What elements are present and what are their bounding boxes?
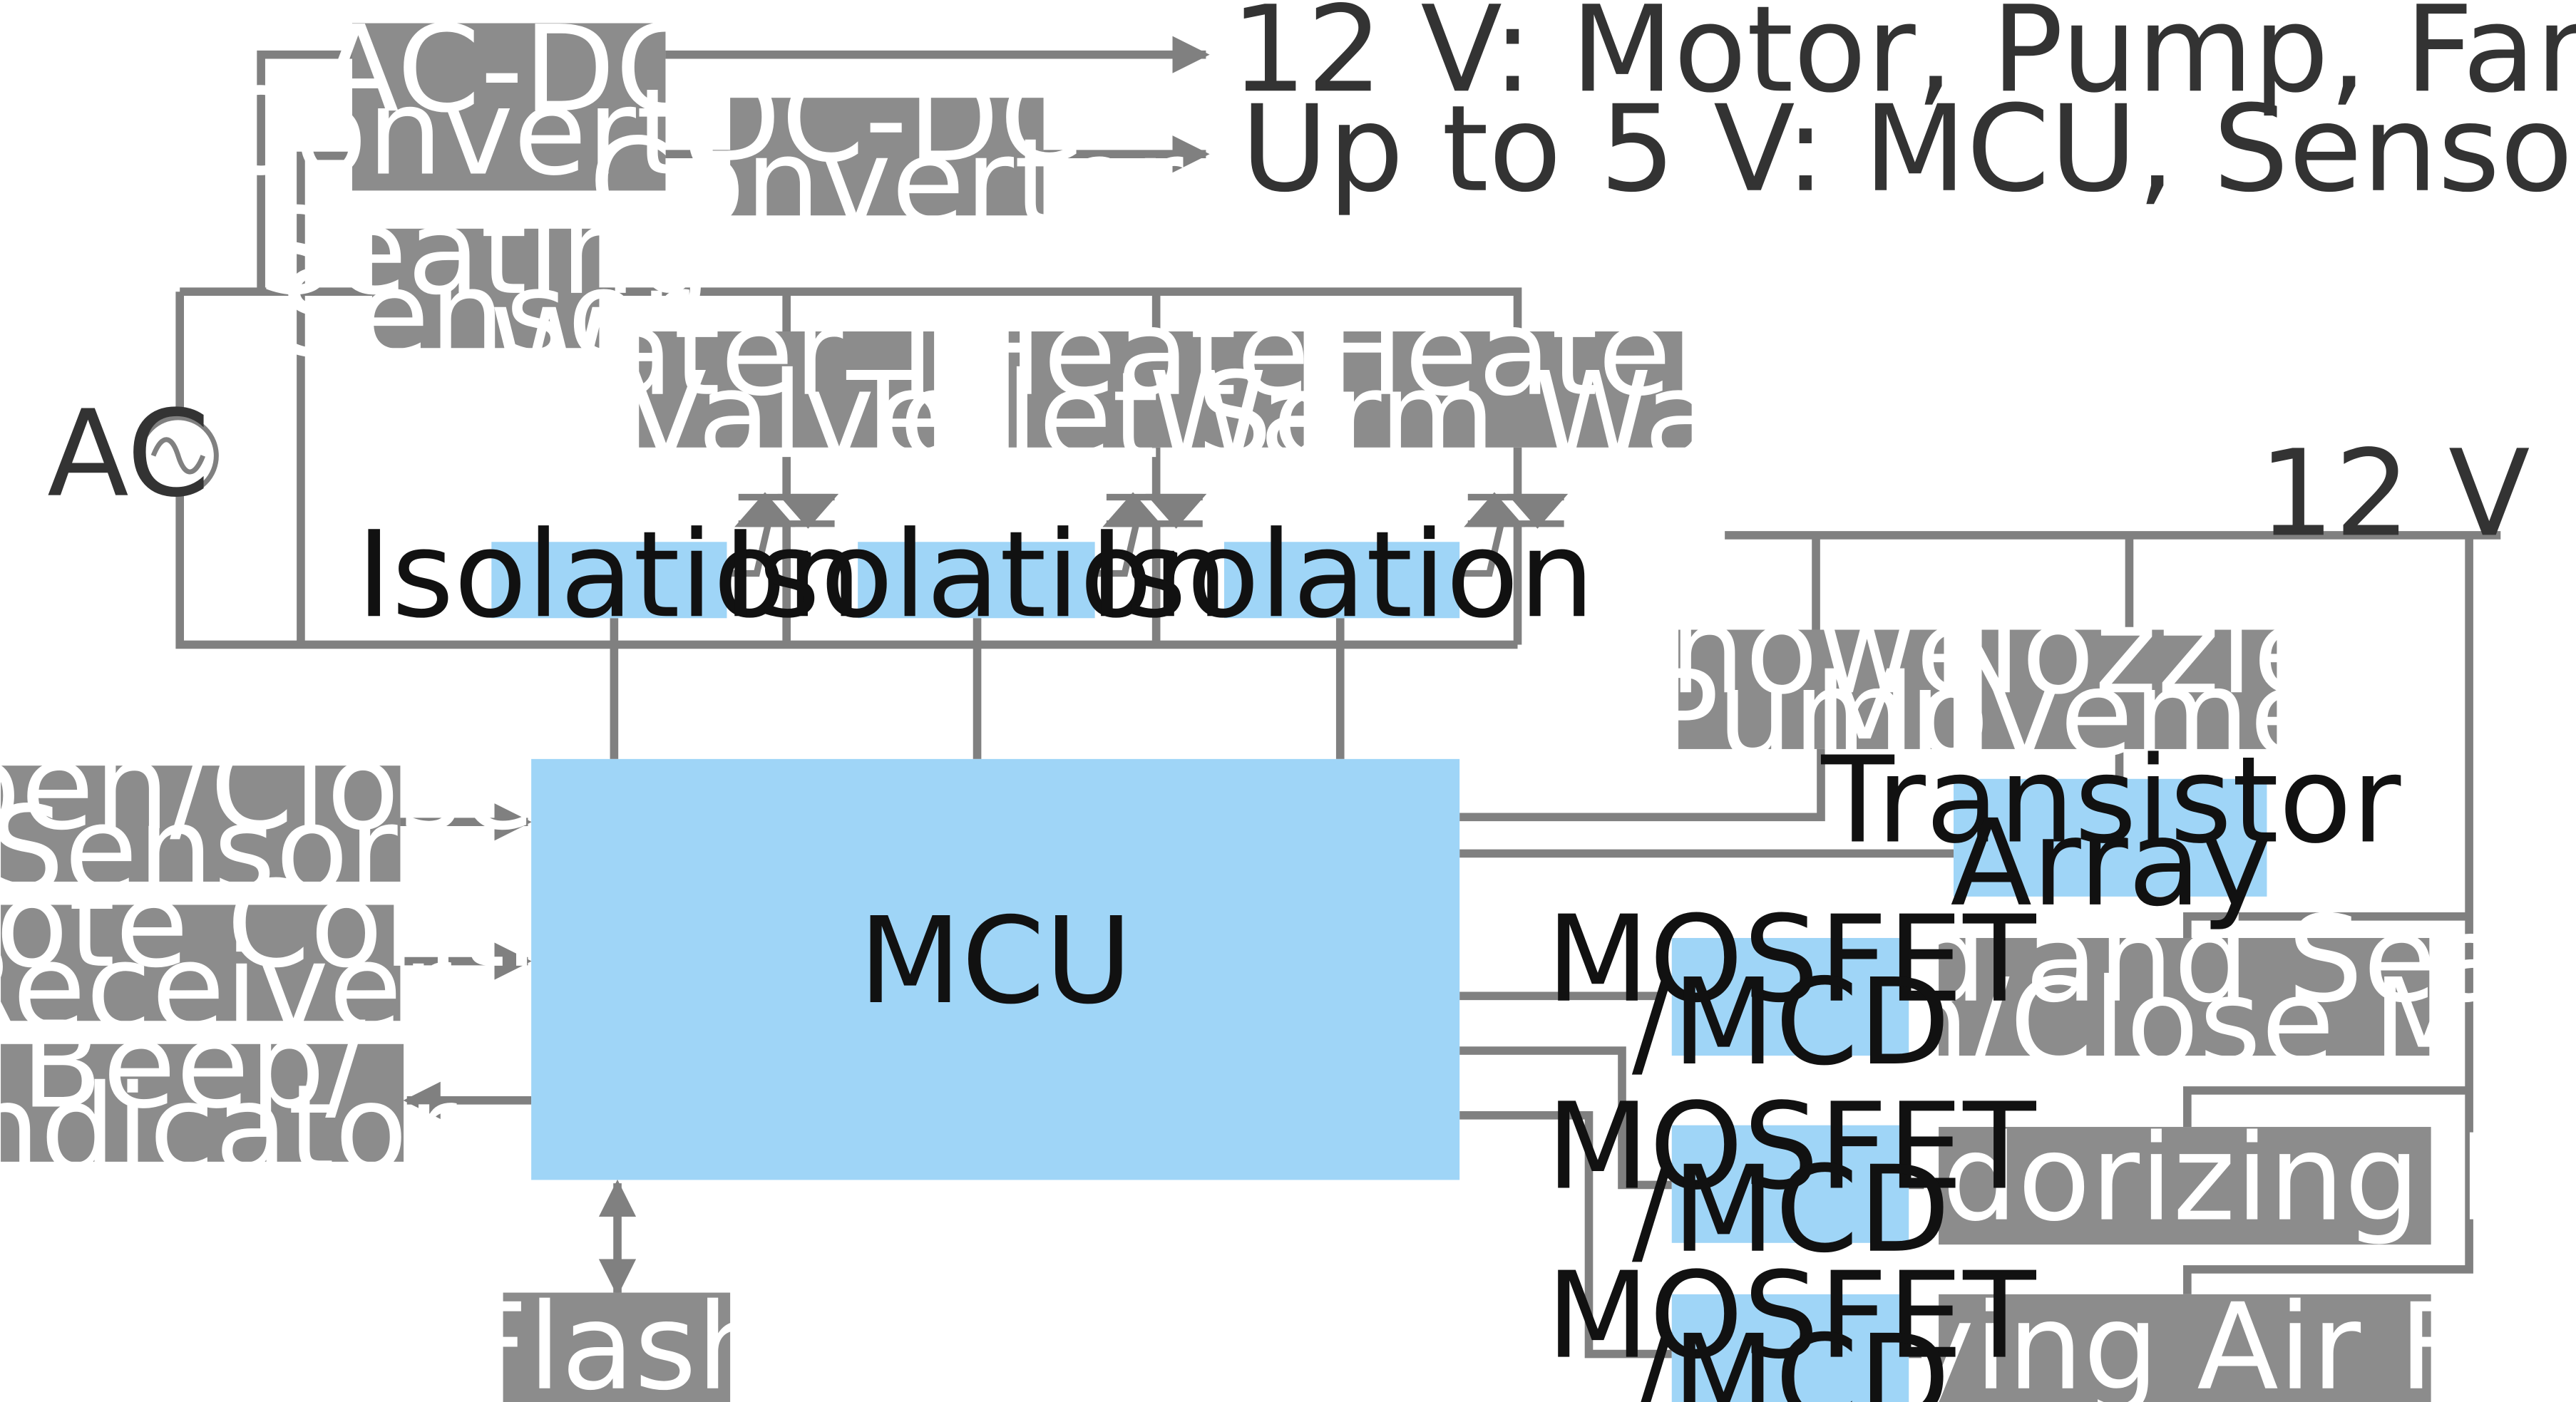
heater-toilet-seat: Heater Toilet Seat — [846, 284, 1466, 485]
transistor-array: Transistor Array — [1820, 732, 2401, 933]
svg-text:Heater: Heater — [953, 284, 1359, 423]
svg-text:Warm Water: Warm Water — [1149, 347, 1887, 485]
triac-icon — [1464, 492, 1569, 529]
svg-text:Sensor: Sensor — [280, 246, 689, 384]
svg-text:Valve: Valve — [625, 347, 948, 485]
open-close-sensor: Open/Close Sensor — [0, 718, 535, 919]
mosfet-driver: MOSFET /MCD — [1546, 891, 2036, 1092]
wiring — [175, 36, 2501, 1359]
rail-12v-label: 12 V — [2259, 425, 2530, 563]
beep-indicator: Beep/ Indicator — [0, 997, 457, 1198]
svg-text:Shower: Shower — [1594, 582, 2038, 721]
svg-text:Sensor: Sensor — [0, 781, 398, 919]
triac-icon — [1102, 492, 1207, 529]
svg-text:Isolation: Isolation — [723, 506, 1228, 644]
svg-text:Open/Close: Open/Close — [0, 718, 535, 857]
svg-text:Transistor: Transistor — [1820, 732, 2401, 870]
seating-sensor: Seating Sensor — [258, 183, 712, 384]
isolation-block: Isolation — [356, 506, 862, 644]
ac-source — [137, 415, 219, 497]
triac-icon — [734, 492, 839, 529]
svg-text:Converter: Converter — [589, 113, 1184, 252]
svg-text:Pump: Pump — [1647, 646, 1984, 784]
acdc-converter: AC-DC Converter — [211, 1, 806, 202]
svg-text:Nozzle: Nozzle — [1932, 582, 2326, 721]
water-tap-valve: Water Tap Valve — [490, 284, 1082, 485]
svg-text:Isolation: Isolation — [356, 506, 862, 644]
svg-text:Beep/: Beep/ — [21, 997, 366, 1135]
isolation-block: Isolation — [723, 506, 1228, 644]
isolation-block: Isolation — [1089, 506, 1595, 644]
svg-text:Movement: Movement — [1813, 646, 2446, 784]
shower-pump: Shower Pump — [1594, 582, 2038, 783]
svg-text:/MCD: /MCD — [1632, 1141, 1951, 1279]
mosfet-driver: MOSFET /MCD — [1546, 1078, 2036, 1279]
svg-text:Water Tap: Water Tap — [490, 284, 1082, 423]
svg-text:AC-DC: AC-DC — [317, 1, 699, 139]
dcdc-converter: DC-DC Converter — [589, 51, 1184, 252]
svg-text:Receiver: Receiver — [0, 919, 451, 1057]
mosfet-driver: MOSFET /MCD — [1546, 1247, 2036, 1402]
svg-text:MOSFET: MOSFET — [1546, 1078, 2036, 1216]
svg-text:Lid and Seat: Lid and Seat — [1812, 891, 2557, 1029]
svg-text:Flash: Flash — [459, 1279, 772, 1402]
heater-warm-water: Heater Warm Water — [1149, 284, 1887, 485]
ac-label: AC — [47, 386, 210, 524]
svg-text:/MCD: /MCD — [1632, 1310, 1951, 1402]
svg-text:MOSFET: MOSFET — [1546, 891, 2036, 1029]
svg-text:Converter: Converter — [211, 64, 806, 202]
output-12v-label: 12 V: Motor, Pump, Fan — [1231, 0, 2576, 119]
output-5v-label: Up to 5 V: MCU, Sensor, LED, etc. — [1241, 81, 2576, 219]
svg-text:Isolation: Isolation — [1089, 506, 1595, 644]
svg-text:/MCD: /MCD — [1632, 954, 1951, 1092]
svg-text:Heater: Heater — [1315, 284, 1720, 423]
svg-text:MOSFET: MOSFET — [1546, 1247, 2036, 1386]
svg-text:DC-DC: DC-DC — [689, 51, 1083, 189]
mcu-block: MCU — [531, 758, 1460, 1180]
svg-text:Array: Array — [1950, 795, 2272, 933]
nozzle-movement: Nozzle Movement — [1813, 582, 2446, 783]
svg-text:MCU: MCU — [858, 892, 1132, 1031]
svg-text:Indicator: Indicator — [0, 1060, 457, 1198]
svg-text:Seating: Seating — [258, 183, 712, 321]
flash-memory: Flash — [459, 1279, 772, 1402]
